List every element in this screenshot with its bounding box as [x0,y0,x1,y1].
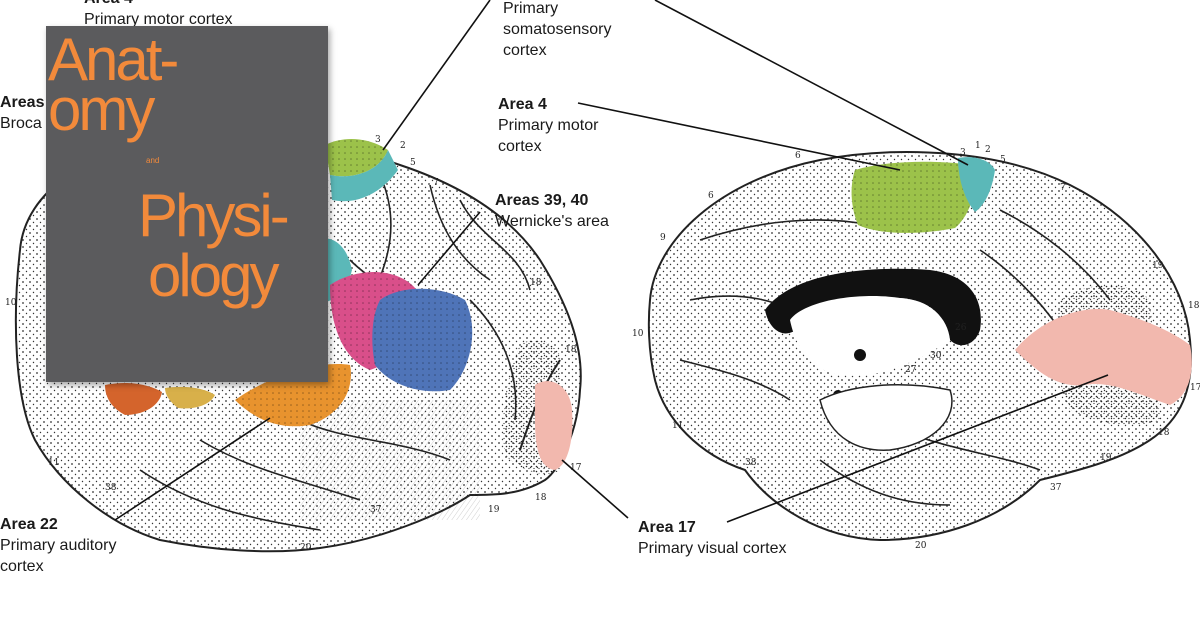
svg-text:18: 18 [535,493,547,503]
svg-text:26: 26 [955,323,967,333]
book-title-line1: Anat- [48,26,179,93]
svg-text:1: 1 [975,141,981,151]
leader-lines [114,0,1109,523]
medial-brain: 1 2 5 3 7 6 6 9 10 11 19 18 17 18 19 37 … [632,141,1200,551]
book-title-line4: ology [148,242,279,309]
svg-text:2: 2 [985,145,991,155]
svg-text:18: 18 [565,345,577,355]
label-area17: Area 17 Primary visual cortex [638,519,787,557]
label-area22: Area 22 Primary auditory cortex [0,516,117,575]
book-cover: Anat- omy and Physi- ology [46,26,328,382]
svg-text:20: 20 [300,543,312,553]
label-wernicke: Areas 39, 40 Wernicke's area [495,192,609,230]
svg-text:37: 37 [1050,483,1062,493]
label-broca: Areas Broca [0,94,45,132]
svg-text:19: 19 [1152,261,1164,271]
svg-text:19: 19 [1100,453,1112,463]
svg-text:11: 11 [672,421,683,431]
svg-text:3: 3 [960,148,966,158]
svg-text:19: 19 [488,505,500,515]
svg-text:10: 10 [632,329,644,339]
svg-text:38: 38 [105,483,117,493]
svg-text:20: 20 [915,541,927,551]
svg-text:6: 6 [795,151,801,161]
svg-text:10: 10 [5,298,17,308]
svg-text:3: 3 [375,135,381,145]
svg-text:38: 38 [745,458,757,468]
svg-text:9: 9 [660,233,666,243]
svg-text:18: 18 [1188,301,1200,311]
svg-text:5: 5 [410,158,416,168]
svg-text:18: 18 [1158,428,1170,438]
svg-text:27: 27 [905,365,917,375]
svg-text:18: 18 [530,278,542,288]
svg-text:7: 7 [433,178,439,188]
svg-text:5: 5 [1000,155,1006,165]
svg-text:11: 11 [48,458,59,468]
svg-text:30: 30 [930,351,942,361]
book-title-line3: Physi- [138,182,290,249]
svg-text:17: 17 [1190,383,1200,393]
svg-text:7: 7 [1060,183,1066,193]
svg-text:37: 37 [370,505,382,515]
svg-text:2: 2 [400,141,406,151]
label-somatosensory: Primary somatosensory cortex [503,0,612,59]
label-area4-right: Area 4 Primary motor cortex [498,96,599,155]
book-title-line2: omy [48,76,155,143]
label-area4-left: Area 4 Primary motor cortex [84,0,233,28]
svg-text:6: 6 [708,191,714,201]
book-conjunction: and [146,156,160,165]
svg-text:17: 17 [570,463,582,473]
